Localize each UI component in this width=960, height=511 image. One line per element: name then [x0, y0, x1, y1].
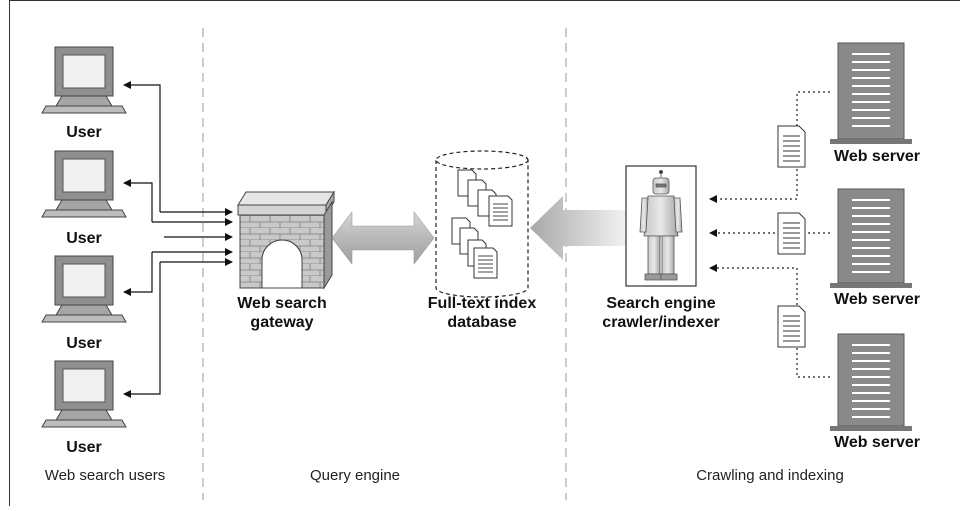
gateway-label-line1: Web search: [237, 295, 327, 312]
robot-crawler-icon: [639, 169, 683, 281]
arrow-crawler-to-database: [530, 196, 626, 260]
server-crawler-connectors: [709, 91, 830, 378]
database-documents-icon: [451, 169, 513, 279]
database-label-line1: Full-text index: [427, 295, 537, 312]
server-icon-2: [830, 188, 912, 288]
user-label-3: User: [66, 335, 102, 352]
server-icon-3: [830, 333, 912, 431]
server-label-1: Web server: [834, 148, 920, 165]
user-label-4: User: [66, 439, 102, 456]
server-label-3: Web server: [834, 434, 920, 451]
section-caption-query-engine: Query engine: [309, 467, 401, 484]
document-icon-3: [777, 305, 806, 348]
user-gateway-connectors: [123, 81, 233, 398]
double-arrow-gateway-database: [331, 211, 435, 265]
gateway-label-line2: gateway: [250, 314, 314, 331]
user-computer-icon-4: [41, 360, 127, 428]
server-icon-1: [830, 42, 912, 144]
user-computer-icon-1: [41, 46, 127, 114]
crawler-label-line2: crawler/indexer: [602, 314, 720, 331]
crawler-label-line1: Search engine: [606, 295, 716, 312]
gateway-label: Web search gateway: [222, 294, 342, 332]
section-caption-users: Web search users: [44, 467, 166, 484]
database-label: Full-text index database: [412, 294, 552, 332]
user-label-2: User: [66, 230, 102, 247]
section-caption-crawling: Crawling and indexing: [696, 467, 844, 484]
database-label-line2: database: [447, 314, 517, 331]
user-computer-icon-2: [41, 150, 127, 218]
crawler-label: Search engine crawler/indexer: [586, 294, 736, 332]
server-label-2: Web server: [834, 291, 920, 308]
gateway-arch-icon: [237, 190, 335, 290]
document-icon-2: [777, 212, 806, 255]
user-computer-icon-3: [41, 255, 127, 323]
user-label-1: User: [66, 124, 102, 141]
document-icon-1: [777, 125, 806, 168]
